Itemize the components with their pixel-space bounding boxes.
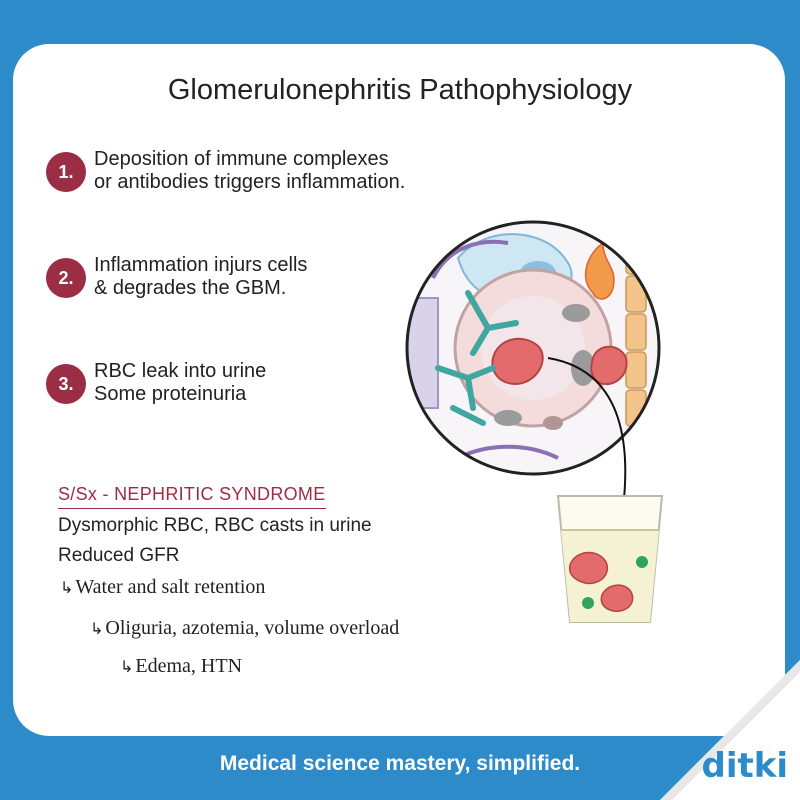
urine-cup-icon <box>556 495 664 623</box>
signs-line-2: Reduced GFR <box>58 545 180 566</box>
step-1-line-1: Deposition of immune complexes <box>94 148 389 170</box>
step-1-text: Deposition of immune complexes or antibo… <box>94 148 405 194</box>
step-2: 2. Inflammation injurs cells & degrades … <box>46 254 307 300</box>
corner-fold <box>660 660 800 800</box>
step-1: 1. Deposition of immune complexes or ant… <box>46 148 405 194</box>
signs-sub-2: ↳Oliguria, azotemia, volume overload <box>90 617 399 640</box>
signs-sub-1-text: Water and salt retention <box>75 576 266 598</box>
signs-line-1: Dysmorphic RBC, RBC casts in urine <box>58 515 372 536</box>
step-3-badge: 3. <box>46 364 86 404</box>
step-2-badge: 2. <box>46 258 86 298</box>
step-1-badge: 1. <box>46 152 86 192</box>
step-2-line-2: & degrades the GBM. <box>94 277 287 299</box>
step-3-text: RBC leak into urine Some proteinuria <box>94 360 266 406</box>
sub-arrow-icon: ↳ <box>120 657 134 676</box>
signs-sub-2-text: Oliguria, azotemia, volume overload <box>105 617 400 639</box>
sub-arrow-icon: ↳ <box>90 619 104 638</box>
page-title: Glomerulonephritis Pathophysiology <box>167 74 633 106</box>
content-card <box>13 44 785 736</box>
glomerulus-magnified-icon <box>405 220 661 476</box>
signs-sub-1: ↳Water and salt retention <box>60 576 265 599</box>
step-3-line-2: Some proteinuria <box>94 383 247 405</box>
signs-heading: S/Sx - NEPHRITIC SYNDROME <box>58 484 326 509</box>
step-3: 3. RBC leak into urine Some proteinuria <box>46 360 266 406</box>
footer-tagline: Medical science mastery, simplified. <box>219 752 581 775</box>
sub-arrow-icon: ↳ <box>60 578 74 597</box>
step-3-line-1: RBC leak into urine <box>94 360 267 382</box>
brand-logo[interactable]: ditki <box>701 746 788 786</box>
step-2-line-1: Inflammation injurs cells <box>94 254 308 276</box>
signs-sub-3-text: Edema, HTN <box>135 655 243 677</box>
step-1-line-2: or antibodies triggers inflammation. <box>94 171 406 193</box>
signs-sub-3: ↳Edema, HTN <box>120 655 242 678</box>
step-2-text: Inflammation injurs cells & degrades the… <box>94 254 307 300</box>
